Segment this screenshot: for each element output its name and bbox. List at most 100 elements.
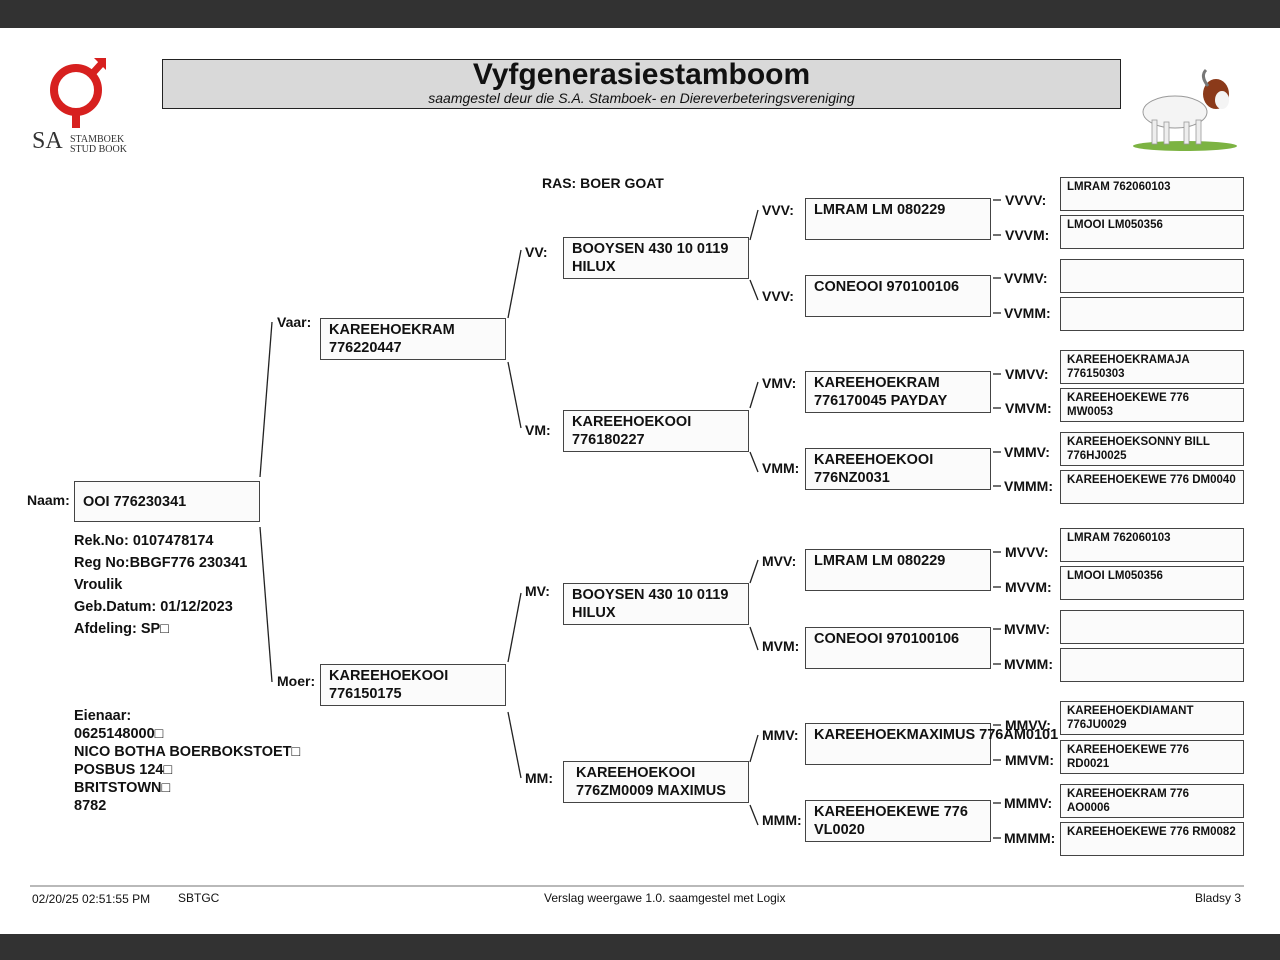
vmmv-label: VMMV: [1004, 444, 1050, 460]
vmm-box: KAREEHOEKOOI 776NZ0031 [805, 448, 991, 490]
mvvv-box: LMRAM 762060103 [1060, 528, 1244, 562]
footer-code: SBTGC [178, 891, 220, 905]
viewer-top-bar [0, 0, 1280, 28]
vvvv-label: VVVV: [1005, 192, 1047, 208]
vvvv-line1: LMRAM 762060103 [1067, 181, 1171, 193]
mvm-label: MVM: [762, 638, 800, 654]
mmm-line1: KAREEHOEKEWE 776 [814, 804, 968, 820]
subject-animal-name: OOI 776230341 [83, 494, 187, 510]
vmvm-label: VMVM: [1005, 400, 1052, 416]
mmvv-box: KAREEHOEKDIAMANT 776JU0029 [1060, 701, 1244, 735]
owner-line: BRITSTOWN□ [74, 780, 171, 796]
animal-details: Rek.No: 0107478174 Reg No:BBGF776 230341… [74, 530, 247, 640]
logo-sa-text: SA [32, 128, 63, 154]
dam-line2: 776150175 [329, 686, 402, 702]
mm-line2: 776ZM0009 MAXIMUS [576, 783, 726, 799]
vvvm-line1: LMOOI LM050356 [1067, 219, 1163, 231]
vmv-line2: 776170045 PAYDAY [814, 393, 948, 409]
page-subtitle: saamgestel deur die S.A. Stamboek- en Di… [428, 90, 855, 106]
owner-line: POSBUS 124□ [74, 762, 173, 778]
vvv-label: VVV: [762, 202, 794, 218]
vmmm-line1: KAREEHOEKEWE 776 DM0040 [1067, 474, 1236, 486]
vm-line1: KAREEHOEKOOI [572, 414, 692, 430]
mvvv-label: MVVV: [1005, 544, 1049, 560]
mmmm-line1: KAREEHOEKEWE 776 RM0082 [1067, 826, 1236, 838]
mmm-label: MMM: [762, 812, 802, 828]
dam-box: KAREEHOEKOOI 776150175 [320, 664, 506, 706]
logo-line2: STUD BOOK [70, 144, 127, 155]
viewer-bottom-bar [0, 934, 1280, 960]
vmvv-box: KAREEHOEKRAMAJA 776150303 [1060, 350, 1244, 384]
vmvv-line2: 776150303 [1067, 368, 1125, 380]
sire-line2: 776220447 [329, 340, 402, 356]
vmm-line1: KAREEHOEKOOI [814, 452, 934, 468]
mmv-line1: KAREEHOEKMAXIMUS 776AM0101 [814, 727, 1059, 743]
mvv-box: LMRAM LM 080229 [805, 549, 991, 591]
owner-block: Eienaar: 0625148000□ NICO BOTHA BOERBOKS… [74, 707, 300, 815]
vvvv-box: LMRAM 762060103 [1060, 177, 1244, 211]
mm-label: MM: [525, 770, 553, 786]
mmvm-box: KAREEHOEKEWE 776 RD0021 [1060, 740, 1244, 774]
owner-line: 8782 [74, 798, 107, 814]
subject-animal-box: OOI 776230341 [74, 481, 260, 522]
footer-report: Verslag weergawe 1.0. saamgestel met Log… [544, 891, 786, 905]
mvmv-box [1060, 610, 1244, 644]
vvm-label: VVV: [762, 288, 794, 304]
vv-label: VV: [525, 244, 548, 260]
mvvm-label: MVVM: [1005, 579, 1052, 595]
vm-line2: 776180227 [572, 432, 645, 448]
vmm-label: VMM: [762, 460, 800, 476]
rek-no: Rek.No: 0107478174 [74, 533, 214, 549]
mmmv-label: MMMV: [1004, 795, 1053, 811]
mv-label: MV: [525, 583, 550, 599]
page-title: Vyfgenerasiestamboom [472, 58, 811, 91]
mm-line1: KAREEHOEKOOI [576, 765, 696, 781]
mvvm-box: LMOOI LM050356 [1060, 566, 1244, 600]
vmv-label: VMV: [762, 375, 797, 391]
mmmm-label: MMMM: [1004, 830, 1056, 846]
vv-line1: BOOYSEN 430 10 0119 [572, 241, 729, 257]
moer-label: Moer: [277, 673, 316, 689]
vv-box: BOOYSEN 430 10 0119 HILUX [563, 237, 749, 279]
sire-line1: KAREEHOEKRAM [329, 322, 455, 338]
mmm-line2: VL0020 [814, 822, 865, 838]
vmvm-line2: MW0053 [1067, 406, 1114, 418]
mmmm-box: KAREEHOEKEWE 776 RM0082 [1060, 822, 1244, 856]
vmvv-label: VMVV: [1005, 366, 1049, 382]
vmvv-line1: KAREEHOEKRAMAJA [1067, 354, 1190, 366]
vvvm-box: LMOOI LM050356 [1060, 215, 1244, 249]
vvm-box: CONEOOI 970100106 [805, 275, 991, 317]
goat-image-icon [1133, 68, 1237, 151]
owner-line: 0625148000□ [74, 726, 164, 742]
sire-box: KAREEHOEKRAM 776220447 [320, 318, 506, 360]
footer-datetime: 02/20/25 02:51:55 PM [32, 892, 151, 906]
mvmm-label: MVMM: [1004, 656, 1053, 672]
vm-label: VM: [525, 422, 551, 438]
mvvv-line1: LMRAM 762060103 [1067, 532, 1171, 544]
mmvm-line2: RD0021 [1067, 758, 1110, 770]
dam-line1: KAREEHOEKOOI [329, 668, 449, 684]
mv-line1: BOOYSEN 430 10 0119 [572, 587, 729, 603]
vm-box: KAREEHOEKOOI 776180227 [563, 410, 749, 452]
mmm-box: KAREEHOEKEWE 776 VL0020 [805, 800, 991, 842]
footer-page-number: Bladsy 3 [1195, 891, 1242, 905]
mvm-line1: CONEOOI 970100106 [814, 631, 960, 647]
mvv-label: MVV: [762, 553, 797, 569]
vmm-line2: 776NZ0031 [814, 470, 890, 486]
mvv-line1: LMRAM LM 080229 [814, 553, 946, 569]
mmvv-line2: 776JU0029 [1067, 719, 1127, 731]
mvm-box: CONEOOI 970100106 [805, 627, 991, 669]
mmmv-line2: AO0006 [1067, 802, 1110, 814]
mv-line2: HILUX [572, 605, 616, 621]
mmmv-box: KAREEHOEKRAM 776 AO0006 [1060, 784, 1244, 818]
vvvm-label: VVVM: [1005, 227, 1050, 243]
logo-line1: STAMBOEK [70, 134, 125, 145]
vmmm-label: VMMM: [1004, 478, 1053, 494]
vvv-line1: LMRAM LM 080229 [814, 202, 946, 218]
goat-illustration [1130, 66, 1240, 152]
vmv-box: KAREEHOEKRAM 776170045 PAYDAY [805, 371, 991, 413]
vvmm-label: VVMM: [1004, 305, 1051, 321]
breed-label: RAS: BOER GOAT [542, 175, 664, 191]
mmv-label: MMV: [762, 727, 799, 743]
